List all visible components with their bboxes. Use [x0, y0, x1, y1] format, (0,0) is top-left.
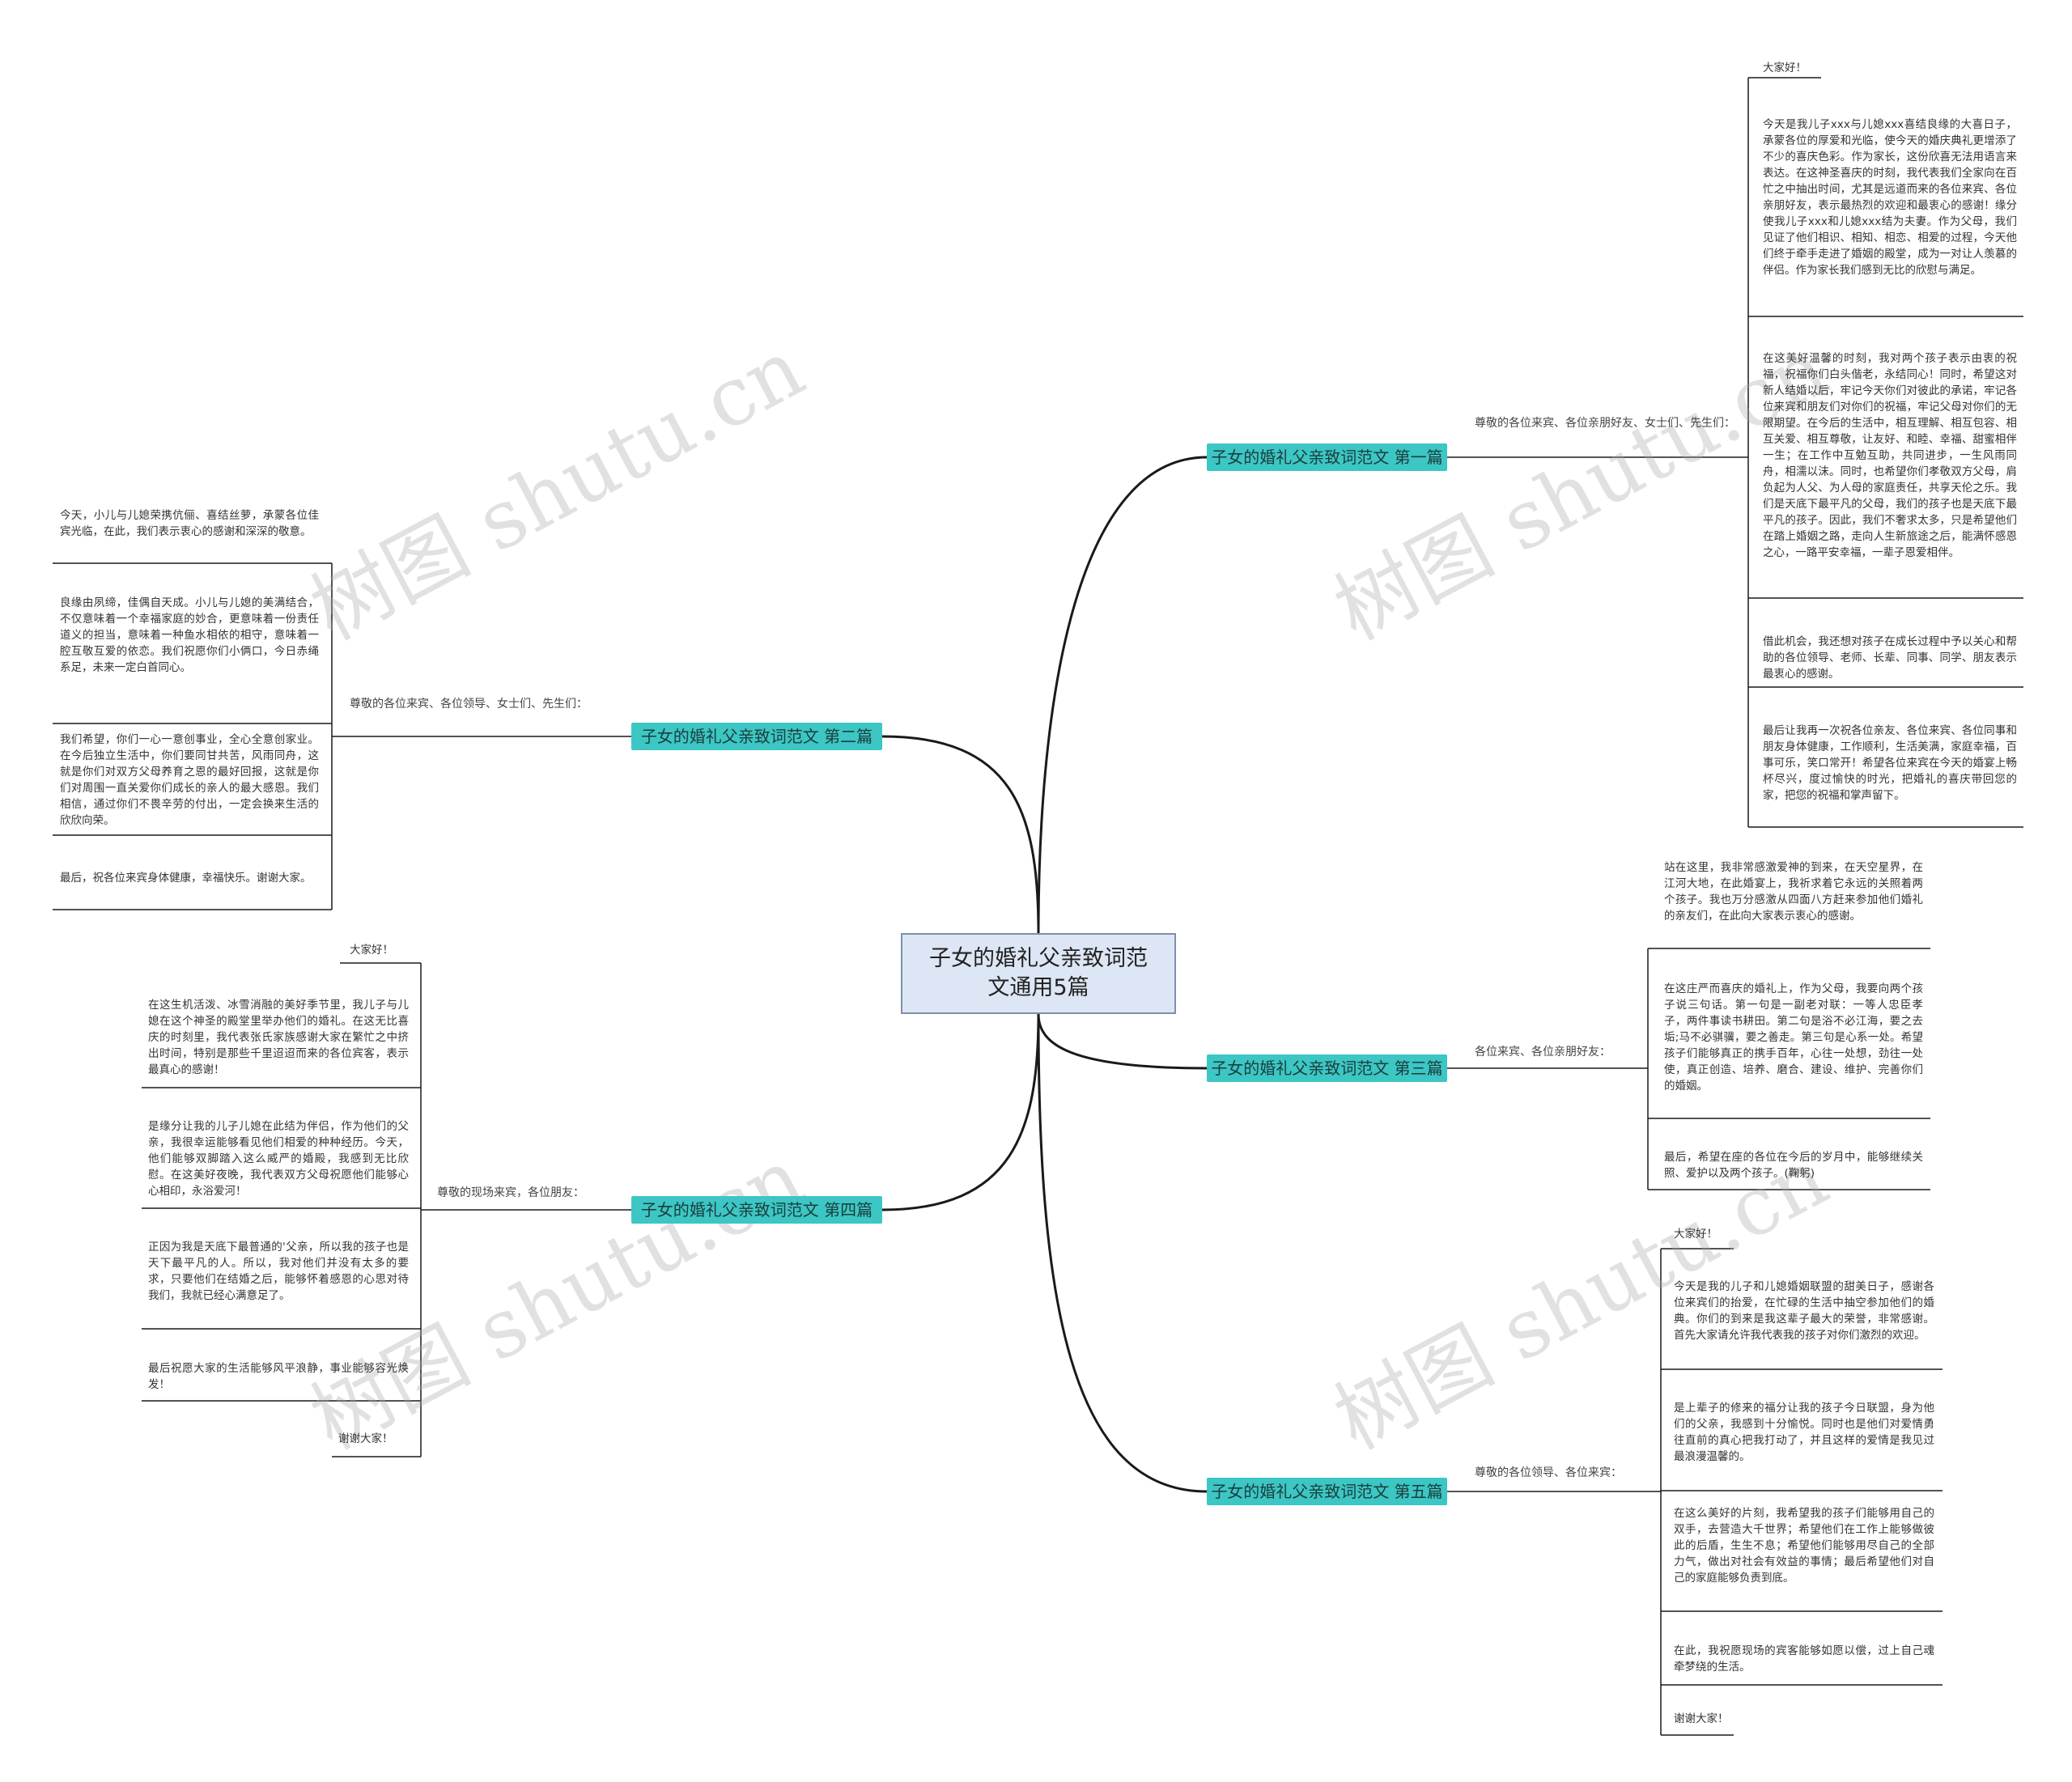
text-node: 在这生机活泼、冰雪消融的美好季节里，我儿子与儿媳在这个神圣的殿堂里举办他们的婚礼…	[148, 999, 409, 1076]
root-title: 子女的婚礼父亲致词范文通用5篇	[929, 946, 1148, 1000]
text-node: 是上辈子的修来的福分让我的孩子今日联盟，身为他们的父亲，我感到十分愉悦。同时也是…	[1674, 1402, 1934, 1463]
text-node: 在这庄严而喜庆的婚礼上，作为父母，我要向两个孩子说三句话。第一句是一副老对联：一…	[1664, 982, 1923, 1093]
text-node: 良缘由夙缔，佳偶自天成。小儿与儿媳的美满结合，不仅意味着一个幸福家庭的妙合，更意…	[60, 596, 319, 674]
text-node: 在这么美好的片刻，我希望我的孩子们能够用自己的双手，去营造大千世界；希望他们在工…	[1674, 1507, 1934, 1585]
text-node: 最后祝愿大家的生活能够风平浪静，事业能够容光焕发！	[148, 1362, 409, 1391]
text-node: 在这美好温馨的时刻，我对两个孩子表示由衷的祝福，祝福你们白头偕老，永结同心！同时…	[1763, 352, 2017, 559]
text-node: 大家好！	[350, 944, 393, 957]
preface-b2: 尊敬的各位来宾、各位领导、女士们、先生们：	[350, 698, 588, 711]
text-node: 最后让我再一次祝各位亲友、各位来宾、各位同事和朋友身体健康，工作顺利，生活美满，…	[1763, 724, 2017, 802]
edge-root-b4	[881, 1013, 1040, 1211]
text-node: 最后，祝各位来宾身体健康，幸福快乐。谢谢大家。	[60, 872, 312, 885]
text-node: 今天是我儿子xxx与儿媳xxx喜结良缘的大喜日子，承蒙各位的厚爱和光临，使今天的…	[1763, 118, 2017, 277]
edge-root-b5	[1037, 1013, 1208, 1493]
text-node: 借此机会，我还想对孩子在成长过程中予以关心和帮助的各位领导、老师、长辈、同事、同…	[1763, 635, 2017, 681]
text-node: 是缘分让我的儿子儿媳在此结为伴侣，作为他们的父亲，我很幸运能够看见他们相爱的种种…	[148, 1120, 409, 1198]
branch-node-2[interactable]: 子女的婚礼父亲致词范文 第二篇	[631, 723, 882, 750]
branch-node-1[interactable]: 子女的婚礼父亲致词范文 第一篇	[1207, 443, 1447, 471]
preface-b4: 尊敬的现场来宾，各位朋友：	[437, 1186, 584, 1199]
branch-node-3[interactable]: 子女的婚礼父亲致词范文 第三篇	[1207, 1054, 1447, 1082]
preface-b1: 尊敬的各位来宾、各位亲朋好友、女士们、先生们：	[1475, 417, 1735, 430]
text-node: 大家好！	[1674, 1228, 1717, 1241]
text-node: 谢谢大家！	[338, 1432, 393, 1445]
edge-root-b2	[881, 735, 1040, 934]
text-node: 正因为我是天底下最普通的'父亲，所以我的孩子也是天下最平凡的人。所以，我对他们并…	[148, 1241, 409, 1302]
text-node: 今天，小儿与儿媳荣携伉俪、喜结丝萝，承蒙各位佳宾光临，在此，我们表示衷心的感谢和…	[60, 509, 319, 538]
branch-node-5[interactable]: 子女的婚礼父亲致词范文 第五篇	[1207, 1478, 1447, 1505]
root-topic[interactable]: 子女的婚礼父亲致词范文通用5篇	[901, 933, 1176, 1014]
edge-root-b3	[1037, 1013, 1208, 1070]
text-node: 大家好！	[1763, 62, 1807, 74]
preface-b5: 尊敬的各位领导、各位来宾：	[1475, 1466, 1622, 1479]
text-node: 我们希望，你们一心一意创事业，全心全意创家业。在今后独立生活中，你们要同甘共苦，…	[60, 733, 319, 827]
preface-b3: 各位来宾、各位亲朋好友：	[1475, 1046, 1611, 1059]
branch-node-4[interactable]: 子女的婚礼父亲致词范文 第四篇	[631, 1196, 882, 1224]
text-node: 站在这里，我非常感激爱神的到来，在天空星界，在江河大地，在此婚宴上，我祈求着它永…	[1664, 861, 1923, 923]
edge-root-b1	[1037, 456, 1208, 934]
text-node: 在此，我祝愿现场的宾客能够如愿以偿，过上自己魂牵梦绕的生活。	[1674, 1644, 1934, 1674]
text-node: 谢谢大家！	[1674, 1712, 1729, 1725]
text-node: 最后，希望在座的各位在今后的岁月中，能够继续关照、爱护以及两个孩子。(鞠躬)	[1664, 1151, 1923, 1180]
text-node: 今天是我的儿子和儿媳婚姻联盟的甜美日子，感谢各位来宾们的抬爱，在忙碌的生活中抽空…	[1674, 1280, 1934, 1342]
